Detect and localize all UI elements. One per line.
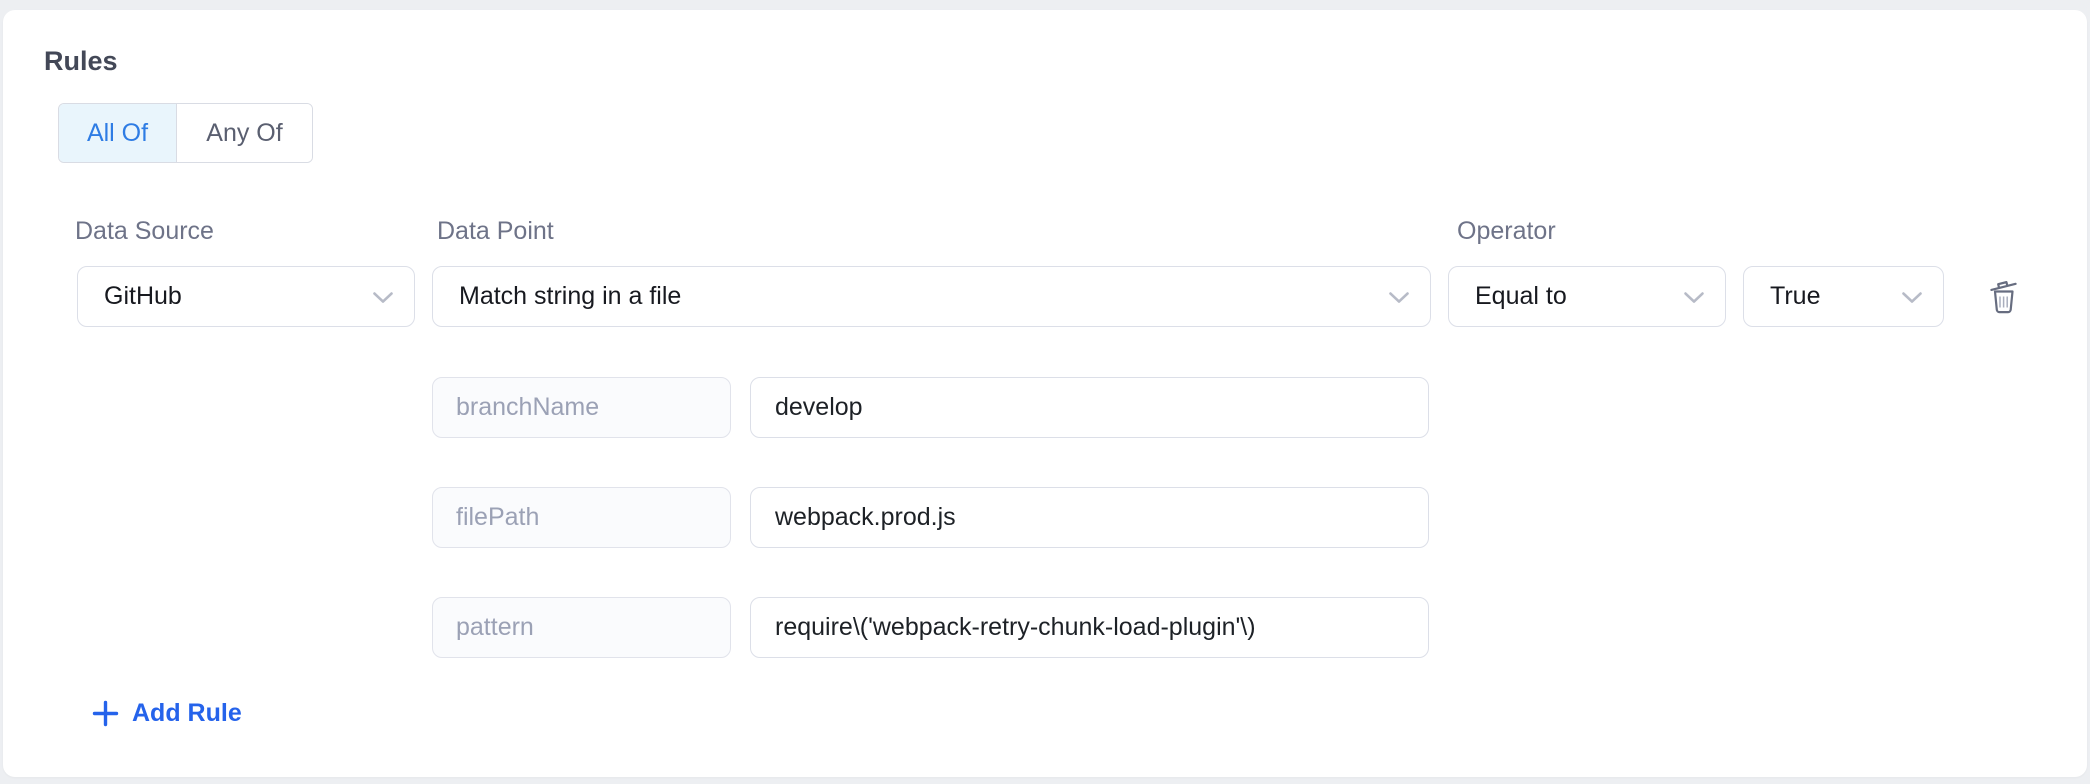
operator-label: Operator: [1457, 217, 1556, 245]
chevron-down-icon: [1388, 290, 1410, 304]
param-value-pattern-wrap: [750, 597, 1429, 658]
data-point-select[interactable]: Match string in a file: [432, 266, 1431, 327]
expected-value: True: [1770, 282, 1821, 310]
plus-icon: [92, 700, 119, 727]
data-point-label: Data Point: [437, 217, 554, 245]
data-source-select[interactable]: GitHub: [77, 266, 415, 327]
data-point-value: Match string in a file: [459, 282, 682, 310]
match-mode-toggle: All Of Any Of: [58, 103, 313, 163]
param-value-pattern-input[interactable]: [750, 597, 1429, 658]
delete-rule-button[interactable]: [1978, 272, 2030, 322]
operator-select[interactable]: Equal to: [1448, 266, 1726, 327]
match-mode-any-of[interactable]: Any Of: [176, 104, 312, 162]
data-source-value: GitHub: [104, 282, 182, 310]
add-rule-label: Add Rule: [132, 699, 242, 727]
param-value-filepath-input[interactable]: [750, 487, 1429, 548]
param-key-branchname: branchName: [432, 377, 731, 438]
data-source-label: Data Source: [75, 217, 214, 245]
chevron-down-icon: [372, 290, 394, 304]
operator-value: Equal to: [1475, 282, 1567, 310]
param-key-filepath: filePath: [432, 487, 731, 548]
chevron-down-icon: [1901, 290, 1923, 304]
param-value-branchname-input[interactable]: [750, 377, 1429, 438]
param-value-branchname-wrap: [750, 377, 1429, 438]
rules-section-title: Rules: [44, 46, 118, 76]
param-key-pattern: pattern: [432, 597, 731, 658]
add-rule-button[interactable]: Add Rule: [92, 698, 242, 728]
trash-icon: [1986, 276, 2022, 319]
match-mode-all-of[interactable]: All Of: [59, 104, 176, 162]
param-value-filepath-wrap: [750, 487, 1429, 548]
expected-value-select[interactable]: True: [1743, 266, 1944, 327]
chevron-down-icon: [1683, 290, 1705, 304]
rules-card: Rules All Of Any Of Data Source Data Poi…: [3, 10, 2087, 777]
